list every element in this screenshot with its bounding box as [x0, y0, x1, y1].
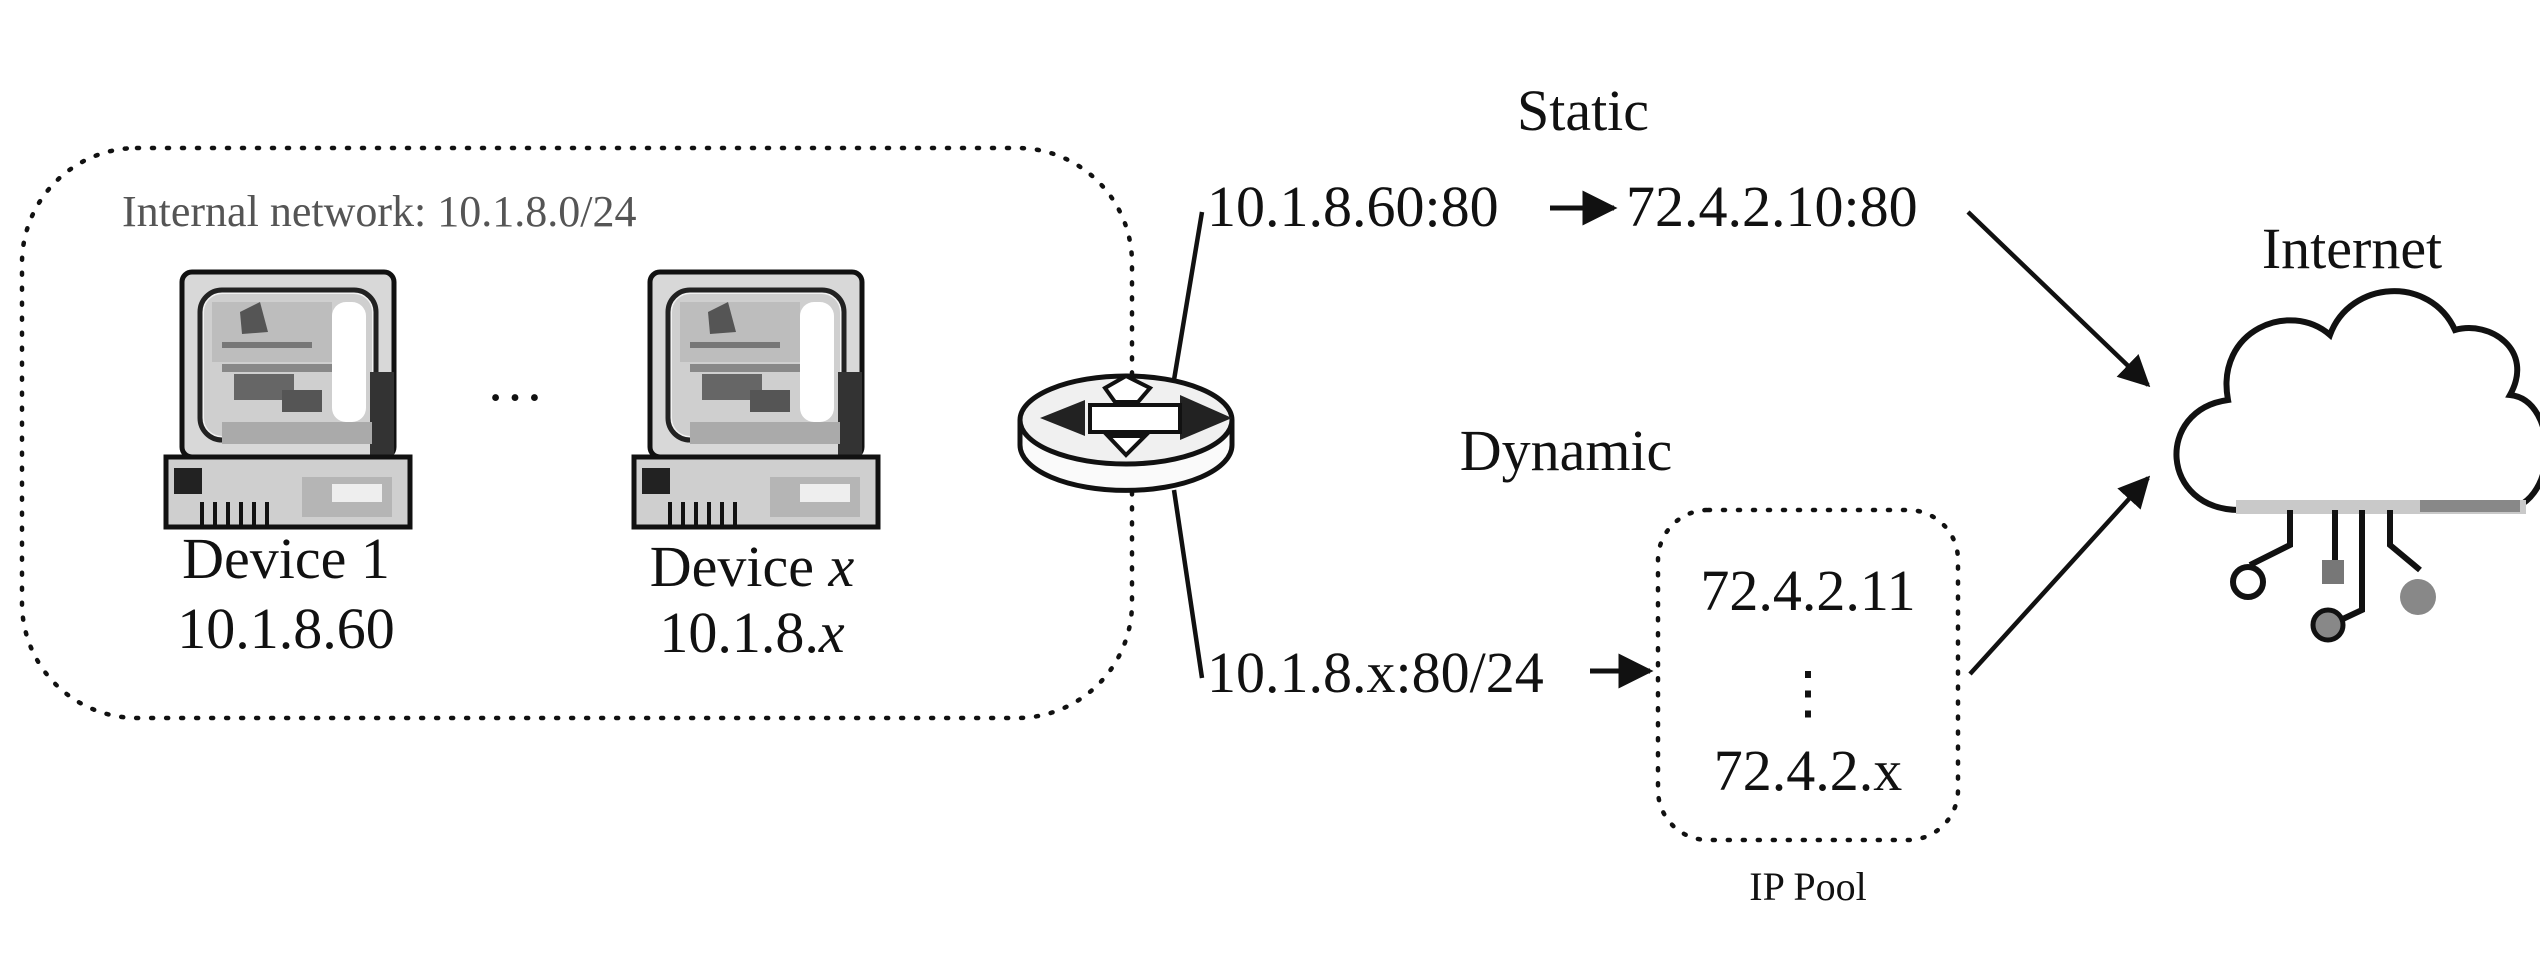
static-title: Static — [1517, 78, 1649, 143]
static-to-internet-arrow — [1966, 210, 2151, 388]
ip-pool-ellipsis: ⋮ — [1779, 660, 1837, 725]
device-x-name: Device x — [650, 534, 855, 599]
ip-pool-label: IP Pool — [1749, 864, 1866, 909]
device-1-name: Device 1 — [182, 526, 390, 591]
static-target-address: 72.4.2.10:80 — [1626, 174, 1918, 239]
device-x-name-prefix: Device — [650, 534, 829, 599]
device-x-ip-var: x — [818, 600, 845, 665]
device-x-name-var: x — [827, 534, 854, 599]
static-source-address: 10.1.8.60:80 — [1207, 174, 1499, 239]
internal-network-label: Internal network: 10.1.8.0/24 — [122, 187, 636, 236]
static-link-line — [1171, 211, 1205, 381]
router-icon — [1017, 373, 1235, 493]
dynamic-link-line — [1171, 489, 1205, 679]
ip-pool-last-address: 72.4.2.x — [1714, 738, 1903, 803]
desktop-computer-icon — [166, 272, 410, 527]
cloud-network-icon — [2173, 288, 2540, 643]
devices-ellipsis: … — [486, 348, 544, 413]
desktop-computer-icon — [634, 272, 878, 527]
ip-pool-boundary — [1655, 507, 1961, 843]
internet-label: Internet — [2262, 216, 2442, 281]
dynamic-title: Dynamic — [1460, 418, 1673, 483]
device-x-ip-prefix: 10.1.8. — [659, 600, 819, 665]
device-1-ip: 10.1.8.60 — [177, 596, 395, 661]
ip-pool-first-address: 72.4.2.11 — [1700, 558, 1915, 623]
device-x-ip: 10.1.8.x — [659, 600, 845, 665]
pool-to-internet-arrow — [1968, 475, 2151, 676]
dynamic-source-address: 10.1.8.x:80/24 — [1207, 640, 1544, 705]
